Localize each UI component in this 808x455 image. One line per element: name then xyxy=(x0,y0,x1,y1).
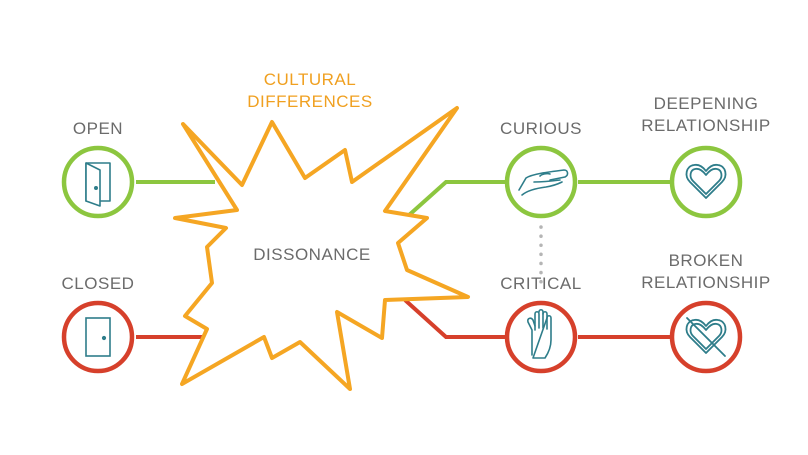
cultural-label-line2: DIFFERENCES xyxy=(247,92,373,111)
broken-label-line1: BROKEN xyxy=(668,251,744,270)
raised-hand-icon xyxy=(527,308,552,359)
open-label: OPEN xyxy=(72,119,124,138)
critical-connector xyxy=(403,298,505,339)
broken-label-line2: RELATIONSHIP xyxy=(641,273,771,292)
heart-icon xyxy=(685,163,727,199)
cultural-differences-label: CULTURAL DIFFERENCES xyxy=(230,69,390,113)
deepening-relationship-label: DEEPENING RELATIONSHIP xyxy=(630,93,782,137)
deepening-label-line1: DEEPENING xyxy=(653,94,759,113)
curious-label: CURIOUS xyxy=(500,119,582,138)
cultural-label-line1: CULTURAL xyxy=(263,70,357,89)
open-hand-icon xyxy=(518,169,569,196)
dissonance-label: DISSONANCE xyxy=(253,245,371,264)
broken-relationship-label: BROKEN RELATIONSHIP xyxy=(630,250,782,294)
curious-connector xyxy=(406,180,505,218)
dissonance-starburst xyxy=(173,106,470,391)
open-door-icon xyxy=(85,162,111,207)
deepening-label-line2: RELATIONSHIP xyxy=(641,116,771,135)
closed-node xyxy=(61,300,135,374)
closed-label: CLOSED xyxy=(61,274,135,293)
critical-label: CRITICAL xyxy=(500,274,582,293)
crossed-heart-icon xyxy=(685,317,727,357)
closed-door-icon xyxy=(85,317,111,357)
deepening-node xyxy=(669,145,743,219)
